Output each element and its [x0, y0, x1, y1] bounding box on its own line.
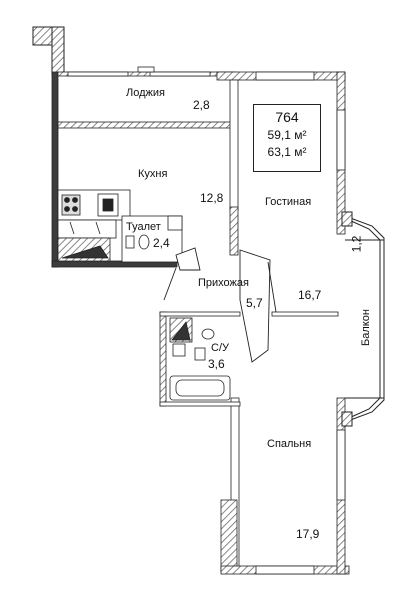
- room-area-bathroom: 3,6: [208, 357, 225, 371]
- room-label-living-room: Гостиная: [265, 196, 312, 208]
- room-label-bedroom: Спальня: [267, 438, 312, 450]
- room-area-kitchen: 12,8: [200, 191, 224, 205]
- windows: [67, 66, 346, 575]
- balcony: [341, 211, 385, 427]
- living-area: 59,1 м²: [267, 128, 307, 142]
- room-label-toilet: Туалет: [125, 221, 162, 233]
- room-label-kitchen: Кухня: [138, 168, 168, 180]
- room-area-hallway: 5,7: [246, 296, 263, 310]
- room-label-hallway: Прихожая: [198, 277, 249, 289]
- room-area-bedroom: 17,9: [296, 527, 320, 541]
- room-label-bathroom: С/У: [211, 342, 229, 354]
- kitchen-counter: [57, 189, 131, 262]
- room-label-balcony: Балкон: [359, 309, 372, 346]
- total-area: 63,1 м²: [267, 145, 307, 159]
- ventilation-shaft: [32, 26, 65, 76]
- doors: [163, 247, 277, 363]
- apartment-number: 764: [275, 109, 299, 125]
- bathroom-fixtures: [169, 317, 231, 401]
- apartment-info-box: 764 59,1 м² 63,1 м²: [253, 104, 321, 172]
- room-label-loggia: Лоджия: [126, 87, 165, 99]
- room-area-living-room: 16,7: [298, 288, 322, 302]
- room-area-balcony: 1,2: [349, 235, 364, 253]
- room-area-toilet: 2,4: [153, 236, 170, 250]
- room-area-loggia: 2,8: [193, 98, 210, 112]
